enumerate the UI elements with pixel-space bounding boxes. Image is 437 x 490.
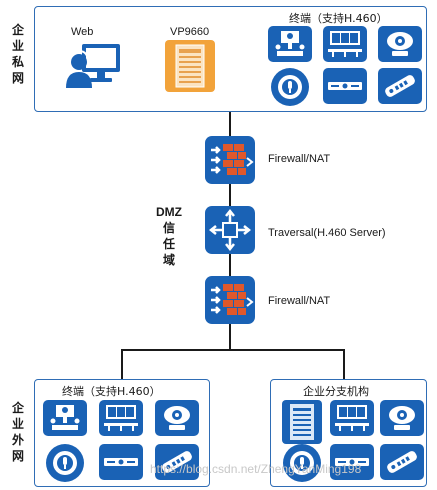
vp9660-server-icon: [282, 400, 322, 444]
web-label: Web: [71, 26, 94, 38]
conference-room-icon: [268, 26, 312, 62]
dmz-label: DMZ: [156, 205, 182, 219]
remote-control-icon: [155, 444, 199, 480]
traversal-label: Traversal(H.460 Server): [268, 227, 386, 239]
web-user-icon: [64, 40, 124, 90]
microphone-icon: [283, 444, 321, 482]
private-terminals-label: 终端（支持H.460）: [289, 12, 388, 25]
remote-control-icon: [380, 444, 424, 480]
conference-room-icon: [43, 400, 87, 436]
source-watermark: https://blog.csdn.net/ZhengYanMing198: [150, 462, 362, 476]
external-bus-line: [121, 349, 345, 351]
private-network-label: 企业私网: [11, 23, 24, 85]
branch-office-label: 企业分支机构: [303, 385, 369, 398]
microphone-icon: [46, 444, 84, 482]
dmz-trust-label: 信任域: [162, 221, 175, 267]
firewall-bottom-icon: [205, 276, 255, 324]
hd-camera-icon: [378, 26, 422, 62]
link-traversal-to-firewall: [229, 254, 231, 276]
video-terminal-icon: [99, 400, 143, 436]
microphone-icon: [271, 68, 309, 106]
remote-control-icon: [378, 68, 422, 104]
hd-camera-icon: [155, 400, 199, 436]
link-firewall-to-traversal: [229, 184, 231, 206]
traversal-server-icon: [205, 206, 255, 254]
video-terminal-icon: [330, 400, 374, 436]
hd-camera-icon: [380, 400, 424, 436]
firewall-top-label: Firewall/NAT: [268, 153, 331, 165]
external-network-label: 企业外网: [11, 401, 24, 463]
external-terminals-label: 终端（支持H.460）: [62, 385, 161, 398]
firewall-bottom-label: Firewall/NAT: [268, 295, 331, 307]
video-terminal-icon: [323, 26, 367, 62]
vp9660-label: VP9660: [170, 26, 210, 38]
firewall-top-icon: [205, 136, 255, 184]
video-bar-icon: [323, 68, 367, 104]
video-bar-icon: [330, 444, 374, 480]
link-firewall-to-bus: [229, 324, 231, 350]
link-bus-to-terminals: [121, 349, 123, 379]
link-private-to-firewall: [229, 112, 231, 136]
vp9660-server-icon: [165, 40, 215, 92]
video-bar-icon: [99, 444, 143, 480]
link-bus-to-branch: [343, 349, 345, 379]
